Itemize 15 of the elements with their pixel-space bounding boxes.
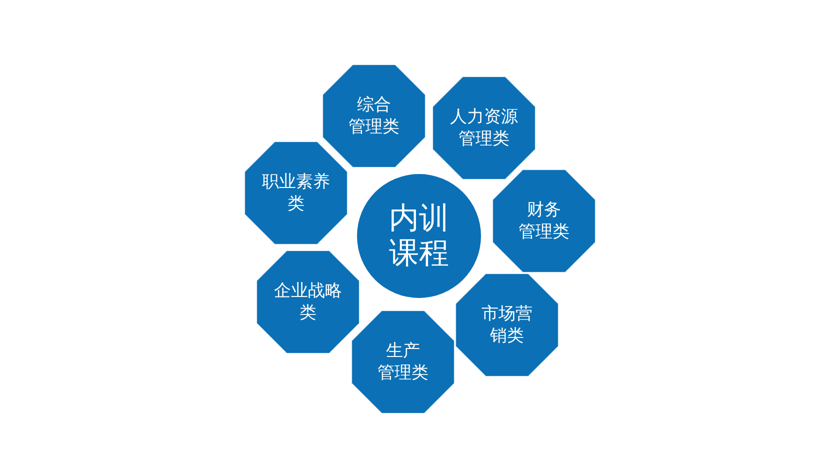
category-label: 职业素养类 [262,171,330,215]
center-title: 内训课程 [389,201,449,271]
category-octagon [245,142,347,244]
category-label: 综合管理类 [348,94,400,138]
category-label: 财务管理类 [518,199,570,243]
category-octagon [433,77,535,179]
category-label: 市场营销类 [482,303,532,347]
category-label: 生产管理类 [378,340,428,384]
category-octagon [352,311,454,413]
category-octagon [493,170,595,272]
category-octagon [456,274,558,376]
category-octagon [323,65,425,167]
category-octagon [257,251,359,353]
category-label: 人力资源管理类 [450,106,518,150]
category-label: 企业战略类 [274,280,342,324]
